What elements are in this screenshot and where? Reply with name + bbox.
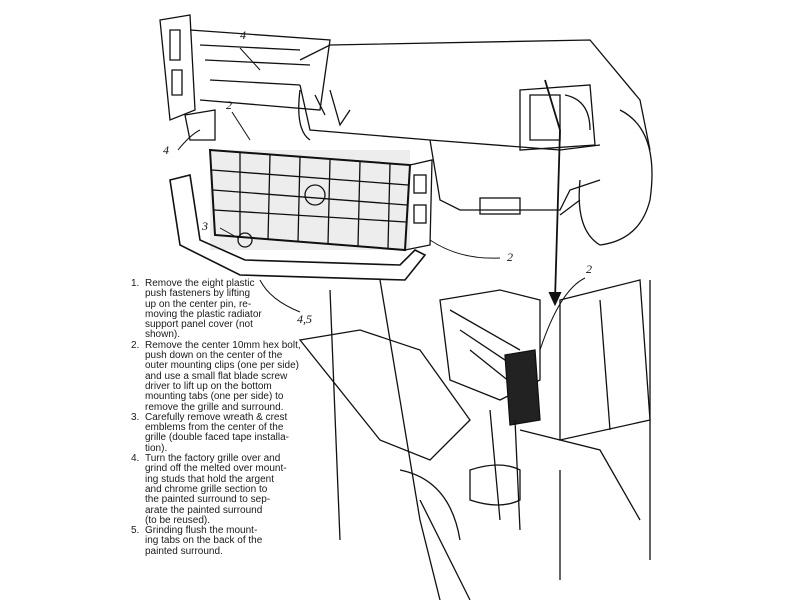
step-number: 4. bbox=[131, 453, 140, 465]
callout-3-emblem: 3 bbox=[202, 219, 208, 233]
vehicle-front bbox=[298, 39, 653, 246]
step-text-line: tion). bbox=[145, 442, 168, 454]
callout-2-bumper: 2 bbox=[507, 250, 513, 264]
callout-4-left: 4 bbox=[163, 143, 169, 157]
step-text-line: Remove the center 10mm hex bolt, bbox=[145, 339, 301, 351]
step-text-line: ing studs that hold the argent bbox=[145, 473, 274, 485]
step-text-line: mounting tabs (one per side) to bbox=[145, 391, 284, 403]
callout-4-top: 4 bbox=[240, 28, 246, 42]
step-text-line: driver to lift up on the bottom bbox=[145, 380, 272, 392]
step-text-line: up on the center pin, re- bbox=[145, 298, 252, 310]
instruction-step: 2. Remove the center 10mm hex bolt,push d… bbox=[131, 339, 311, 413]
step-text-line: push down on the center of the bbox=[145, 350, 283, 362]
step-text-line: and chrome grille section to bbox=[145, 483, 268, 495]
callout-4-5: 4,5 bbox=[297, 312, 312, 326]
step-text-line: ing tabs on the back of the bbox=[145, 535, 263, 547]
step-text-line: Grinding flush the mount- bbox=[145, 525, 258, 537]
step-number: 1. bbox=[131, 278, 140, 289]
grille bbox=[208, 148, 433, 252]
step-text-line: the painted surround to sep- bbox=[145, 494, 271, 506]
step-text-line: Carefully remove wreath & crest bbox=[145, 411, 288, 423]
painted-surround bbox=[169, 174, 427, 281]
step-text-line: moving the plastic radiator bbox=[145, 308, 262, 320]
step-text-line: Remove the eight plastic bbox=[145, 278, 255, 289]
step-text-line: Turn the factory grille over and bbox=[145, 453, 281, 465]
step-text-line: outer mounting clips (one per side) bbox=[145, 360, 299, 372]
engine-compartment-detail bbox=[298, 279, 651, 600]
callout-2-engine: 2 bbox=[586, 262, 592, 276]
step-number: 2. bbox=[131, 339, 140, 351]
step-text-line: push fasteners by lifting bbox=[145, 288, 251, 300]
step-text-line: shown). bbox=[145, 329, 181, 341]
step-text-line: grind off the melted over mount- bbox=[145, 463, 287, 475]
callout-2-grille: 2 bbox=[226, 98, 232, 112]
leader-lines bbox=[177, 47, 586, 351]
instruction-step: 5. Grinding flush the mount-ing tabs on t… bbox=[131, 525, 311, 557]
step-text-line: (to be reused). bbox=[145, 514, 211, 526]
step-text-line: arate the painted surround bbox=[145, 504, 263, 516]
step-text-line: and use a small flat blade screw bbox=[145, 370, 288, 382]
step-number: 5. bbox=[131, 525, 140, 537]
step-text-line: remove the grille and surround. bbox=[145, 401, 284, 413]
step-text-line: emblems from the center of the bbox=[145, 422, 284, 434]
radiator-support-panel bbox=[159, 14, 331, 141]
step-text-line: support panel cover (not bbox=[145, 319, 253, 331]
step-text-line: grille (double faced tape installa- bbox=[145, 432, 289, 444]
step-number: 3. bbox=[131, 411, 140, 423]
step-text-line: painted surround. bbox=[145, 545, 223, 557]
